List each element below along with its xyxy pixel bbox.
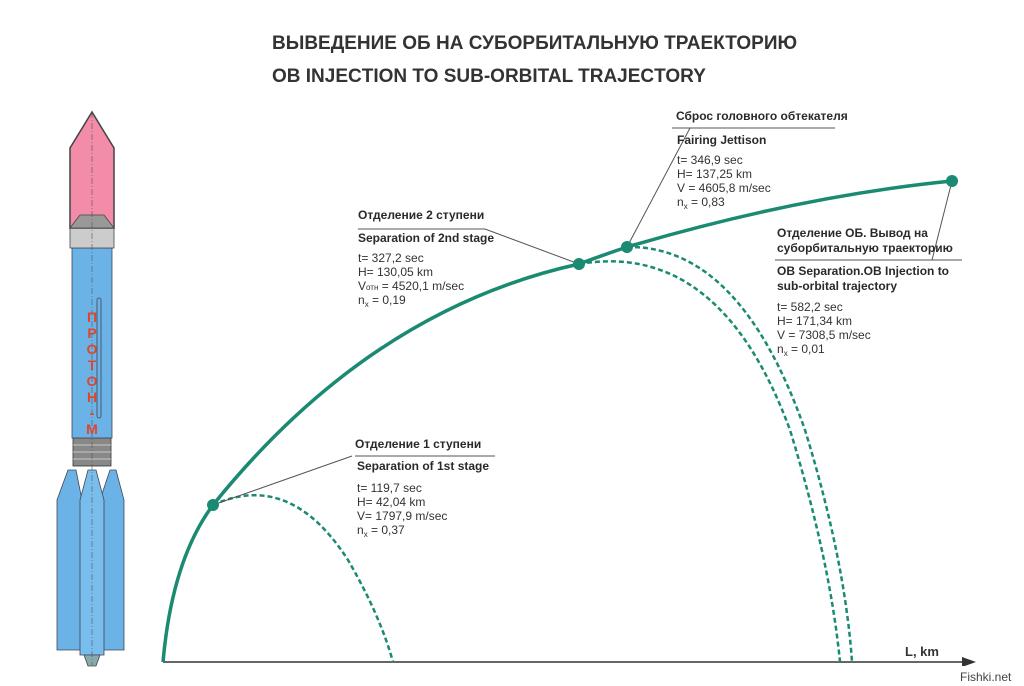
- rocket-letter: О: [87, 373, 98, 389]
- ob-heading-en: OB Separation.OB Injection to: [777, 264, 949, 278]
- rocket-letter: П: [87, 309, 97, 325]
- fairing-annotation: Сброс головного обтекателя Fairing Jetti…: [676, 109, 848, 211]
- stage2-separation-point: [573, 258, 585, 270]
- stage2-annotation: Отделение 2 ступени Separation of 2nd st…: [358, 208, 494, 309]
- main-trajectory: [161, 179, 953, 663]
- ob-altitude: H= 171,34 km: [777, 314, 852, 328]
- stage2-overload: nx = 0,19: [358, 293, 406, 309]
- fairing-jettison-point: [621, 241, 633, 253]
- ob-overload: nx = 0,01: [777, 342, 825, 358]
- fairing-overload: nx = 0,83: [677, 195, 725, 211]
- ob-time: t= 582,2 sec: [777, 300, 843, 314]
- ob-annotation: Отделение ОБ. Вывод на суборбитальную тр…: [777, 226, 953, 358]
- rocket-letter: О: [87, 341, 98, 357]
- stage1-time: t= 119,7 sec: [357, 481, 422, 495]
- rocket-letter: М: [86, 421, 98, 437]
- rocket-letter: -: [90, 405, 95, 421]
- stage1-heading-ru: Отделение 1 ступени: [355, 437, 481, 451]
- title-en: OB INJECTION TO SUB-ORBITAL TRAJECTORY: [272, 66, 706, 87]
- stage2-time: t= 327,2 sec: [358, 251, 424, 265]
- proton-m-rocket-illustration: П Р О Т О Н - М: [56, 110, 125, 667]
- stage1-leader-line: [212, 455, 495, 506]
- stage1-annotation: Отделение 1 ступени Separation of 1st st…: [355, 437, 489, 539]
- stage1-fall-trajectory: [212, 493, 395, 663]
- stage1-altitude: H= 42,04 km: [357, 495, 425, 509]
- stage1-overload: nx = 0,37: [357, 523, 405, 539]
- stage2-fall-trajectory: [578, 260, 842, 663]
- stage1-heading-en: Separation of 1st stage: [357, 459, 489, 473]
- stage2-altitude: H= 130,05 km: [358, 265, 433, 279]
- stage2-heading-ru: Отделение 2 ступени: [358, 208, 484, 222]
- ob-heading-ru: Отделение ОБ. Вывод на: [777, 226, 928, 240]
- fairing-fall-trajectory: [626, 245, 854, 663]
- fairing-leader-line: [626, 127, 835, 248]
- watermark: Fishki.net: [960, 670, 1012, 684]
- fairing-heading-ru: Сброс головного обтекателя: [676, 109, 848, 123]
- axis-arrow-icon: [962, 657, 976, 667]
- ob-heading-ru: суборбитальную траекторию: [777, 241, 953, 255]
- stage2-leader-line: [358, 228, 580, 265]
- fairing-time: t= 346,9 sec: [677, 153, 743, 167]
- stage1-separation-point: [207, 499, 219, 511]
- fairing-altitude: H= 137,25 km: [677, 167, 752, 181]
- ob-leader-line: [775, 180, 962, 261]
- ob-heading-en: sub-orbital trajectory: [777, 279, 897, 293]
- stage2-heading-en: Separation of 2nd stage: [358, 231, 494, 245]
- rocket-letter: Н: [87, 389, 97, 405]
- ob-separation-point: [946, 175, 958, 187]
- ob-velocity: V = 7308,5 m/sec: [777, 328, 871, 342]
- title-ru: ВЫВЕДЕНИЕ ОБ НА СУБОРБИТАЛЬНУЮ ТРАЕКТОРИ…: [272, 33, 797, 54]
- stage1-velocity: V= 1797,9 m/sec: [357, 509, 447, 523]
- fairing-velocity: V = 4605,8 m/sec: [677, 181, 771, 195]
- stage2-velocity: Vотн = 4520,1 m/sec: [358, 279, 464, 293]
- axis-label: L, km: [905, 644, 939, 659]
- rocket-letter: Р: [87, 325, 96, 341]
- rocket-letter: Т: [88, 357, 97, 373]
- fairing-heading-en: Fairing Jettison: [677, 133, 766, 147]
